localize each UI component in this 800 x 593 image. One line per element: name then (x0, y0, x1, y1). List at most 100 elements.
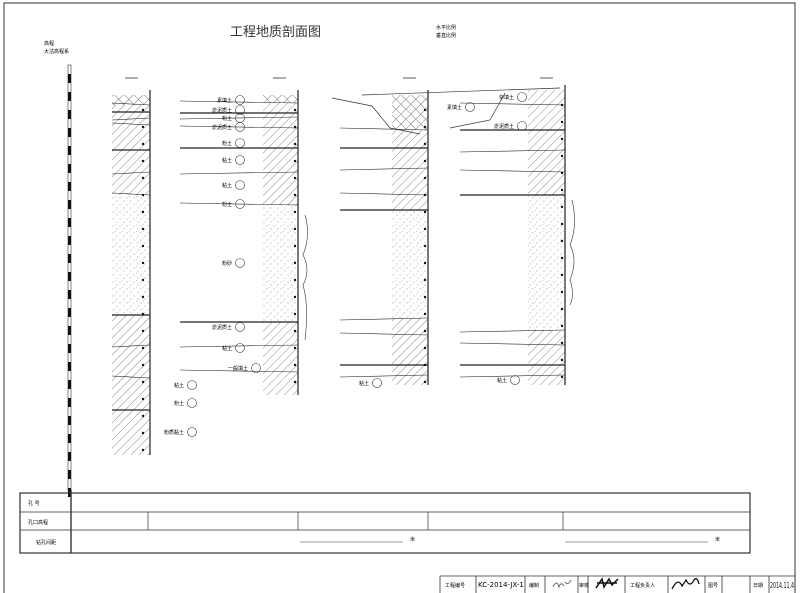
drawn-by-label: 编制 (529, 582, 539, 589)
stratum-label: 素填土 (447, 104, 462, 111)
stratum-label: 粉土 (222, 115, 232, 122)
sample-point (423, 312, 427, 316)
sample-point (423, 380, 427, 384)
sample-point (560, 154, 564, 158)
stratum-number-circle (517, 121, 527, 131)
sample-point (141, 312, 145, 316)
stratum-number-circle (235, 138, 245, 148)
stratum-fill (112, 195, 150, 315)
stratum-boundary (179, 116, 299, 120)
stratum-label: 粉土 (174, 400, 184, 407)
stratum-number-circle (465, 102, 475, 112)
stratum-boundary (339, 374, 429, 378)
stratum-label: 粘土 (222, 182, 232, 189)
stratum-label: 粘土 (222, 157, 232, 164)
stratum-number-circle (235, 180, 245, 190)
sample-point (141, 176, 145, 180)
stratum-fill (528, 330, 565, 385)
stratum-boundary (179, 100, 299, 104)
sample-point (423, 278, 427, 282)
stratum-boundary (179, 171, 299, 175)
sample-point (423, 142, 427, 146)
sample-point (293, 312, 297, 316)
sample-point (423, 108, 427, 112)
sample-point (293, 380, 297, 384)
sample-point (141, 363, 145, 367)
sample-point (141, 261, 145, 265)
stratum-label: 粉质黏土 (164, 429, 184, 436)
stratum-number-circle (235, 95, 245, 105)
stratum-label: 淤泥质土 (212, 107, 232, 114)
vertical-scale-label: 垂直比例 (436, 32, 456, 39)
sample-point (293, 244, 297, 248)
stratum-number-circle (251, 363, 261, 373)
sample-point (293, 125, 297, 129)
sample-point (141, 329, 145, 333)
sample-point (560, 188, 564, 192)
distance-unit: 米 (715, 536, 720, 543)
sample-point (423, 159, 427, 163)
borehole-info-table (19, 490, 751, 554)
sample-point (560, 137, 564, 141)
stratum-fill (392, 130, 428, 210)
elevation-label: 高程 (44, 40, 54, 47)
stratum-fill (528, 90, 565, 105)
stratum-boundary (111, 117, 151, 121)
stratum-boundary (339, 167, 429, 171)
sample-point (293, 176, 297, 180)
sample-point (560, 324, 564, 328)
sample-point (293, 261, 297, 265)
stratum-number-circle (235, 122, 245, 132)
stratum-fill (112, 95, 150, 105)
sample-point (141, 142, 145, 146)
stratum-label: 一般填土 (228, 365, 248, 372)
sample-point (141, 210, 145, 214)
sample-point (293, 142, 297, 146)
row-label-hole-no: 孔 号 (28, 500, 40, 507)
stratum-boundary (339, 332, 429, 336)
stratum-boundary (111, 375, 151, 379)
sample-point (423, 244, 427, 248)
stratum-label: 淤泥质土 (494, 123, 514, 130)
sample-point (560, 307, 564, 311)
sample-point (293, 210, 297, 214)
stratum-number-circle (235, 322, 245, 332)
sample-point (560, 290, 564, 294)
drawing-no-label: 图号 (708, 583, 718, 589)
sample-point (423, 176, 427, 180)
stratum-boundary (111, 344, 151, 348)
sample-point (293, 108, 297, 112)
borehole-columns (111, 77, 575, 455)
stratum-boundary (459, 169, 566, 173)
stratum-boundary (459, 149, 566, 153)
sample-point (293, 363, 297, 367)
sample-point (293, 227, 297, 231)
stratum-number-circle (235, 199, 245, 209)
ground-surface (331, 87, 561, 135)
stratum-label: 淤泥质土 (212, 324, 232, 331)
stratum-number-circle (187, 380, 197, 390)
stratum-boundary (459, 342, 566, 346)
stratum-fill (392, 210, 428, 318)
stratum-boundary (179, 344, 299, 348)
horizontal-scale-label: 水平比例 (436, 24, 456, 31)
sample-point (560, 171, 564, 175)
sample-point (141, 397, 145, 401)
elevation-ruler (67, 64, 72, 497)
drawing-frame (3, 2, 796, 593)
sample-point (141, 380, 145, 384)
sample-point (560, 239, 564, 243)
sample-point (141, 295, 145, 299)
sample-point (141, 125, 145, 129)
stratum-boundary (111, 102, 151, 106)
stratum-label: 杂填土 (499, 94, 514, 101)
sample-point (560, 256, 564, 260)
stratum-labels: 素填土淤泥质土粉土淤泥质土粉土粘土粘土粉土粉砂淤泥质土粘土一般填土粘土素填土杂填… (164, 92, 527, 437)
stratum-label: 粉土 (222, 140, 232, 147)
project-no-label: 工程编号 (445, 582, 465, 589)
sample-point (141, 431, 145, 435)
stratum-fill (263, 205, 298, 322)
sample-point (293, 346, 297, 350)
stratum-number-circle (510, 375, 520, 385)
